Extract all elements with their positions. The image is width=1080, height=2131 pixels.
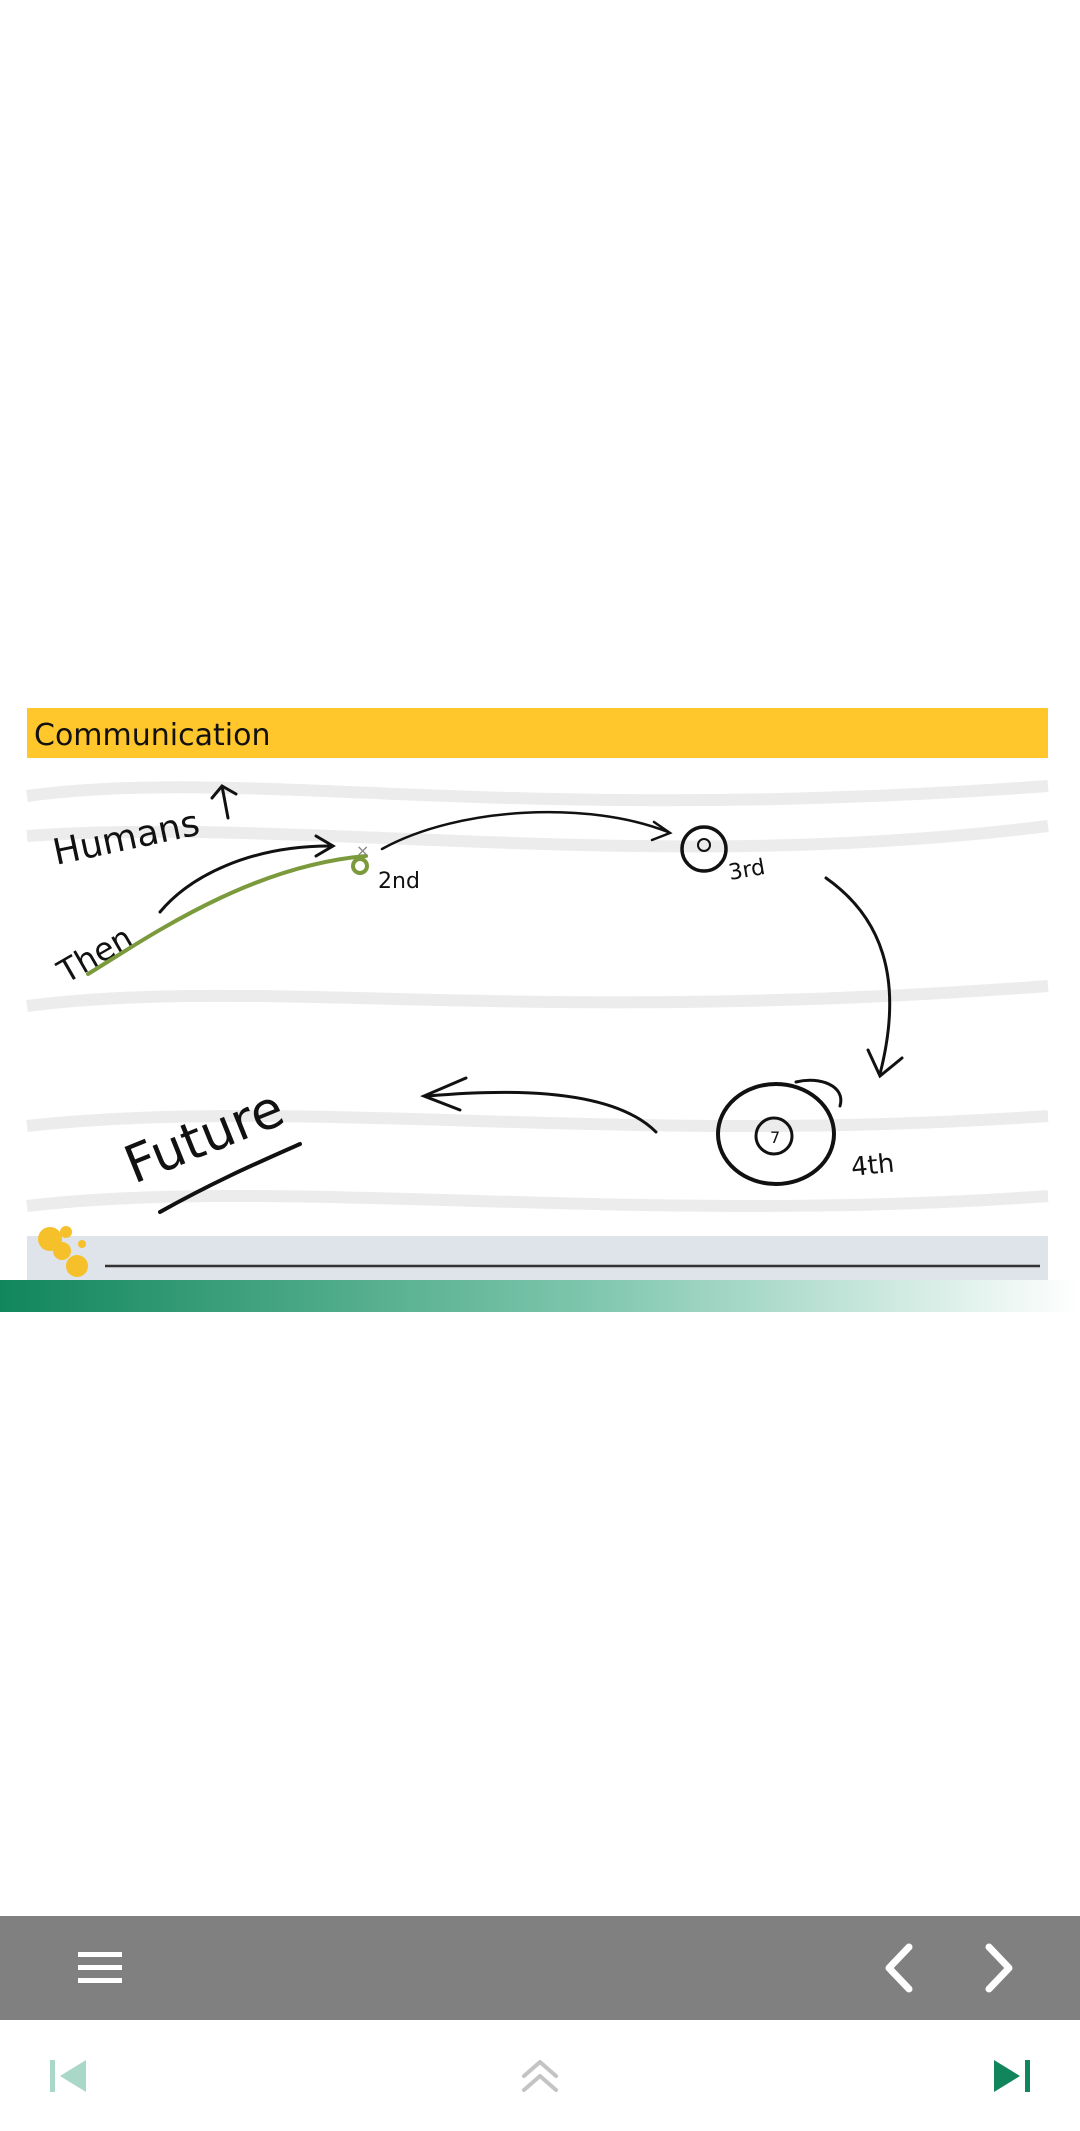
annotation-4th: 4th xyxy=(850,1149,896,1183)
background-waves xyxy=(26,780,1049,1212)
chevron-right-icon xyxy=(985,1943,1013,1993)
x-mark: × xyxy=(356,841,369,860)
annotation-2nd: 2nd xyxy=(378,869,420,894)
arrow-then-to-2nd xyxy=(158,844,332,914)
title-band xyxy=(27,708,1048,758)
slide: Communication Humans Then × xyxy=(0,706,1080,1315)
circle-4th xyxy=(716,1082,836,1186)
circle-4th-mark: 7 xyxy=(770,1128,780,1147)
circle-4th-tail xyxy=(794,1078,843,1108)
arrow-2nd-to-3rd xyxy=(380,810,670,851)
arrow-head xyxy=(420,1076,468,1112)
chevron-left-icon xyxy=(885,1943,913,1993)
footer-band xyxy=(27,1236,1048,1280)
arrow-head xyxy=(650,820,673,842)
slide-title: Communication xyxy=(34,718,270,753)
future-underline xyxy=(158,1142,302,1214)
skip-to-last-icon xyxy=(994,2060,1030,2092)
up-arrow xyxy=(210,784,238,820)
first-slide-button[interactable] xyxy=(30,2044,106,2108)
menu-button[interactable] xyxy=(60,1938,140,1998)
green-highlight-curve xyxy=(86,854,368,976)
green-gradient-bar xyxy=(0,1280,1080,1312)
bottom-navigation-bar xyxy=(0,2020,1080,2131)
arrow-head xyxy=(314,834,336,858)
arrow-3rd-to-4th xyxy=(824,876,892,1076)
green-loop xyxy=(351,857,369,875)
collapse-up-button[interactable] xyxy=(500,2044,580,2108)
slide-canvas: Communication Humans Then × xyxy=(0,706,1080,1312)
circle-3rd-inner xyxy=(697,838,711,852)
next-slide-button[interactable] xyxy=(962,1934,1038,2002)
circle-3rd xyxy=(680,825,728,873)
last-slide-button[interactable] xyxy=(974,2044,1050,2108)
hamburger-menu-icon xyxy=(78,1952,122,1983)
arrow-4th-to-future xyxy=(426,1090,658,1134)
circle-4th-inner xyxy=(754,1116,794,1156)
skip-to-first-icon xyxy=(50,2060,86,2092)
double-chevron-up-icon xyxy=(522,2060,558,2092)
navigation-toolbar xyxy=(0,1916,1080,2020)
arrow-head xyxy=(866,1048,904,1079)
logo-dots xyxy=(38,1226,88,1277)
previous-slide-button[interactable] xyxy=(860,1934,936,2002)
